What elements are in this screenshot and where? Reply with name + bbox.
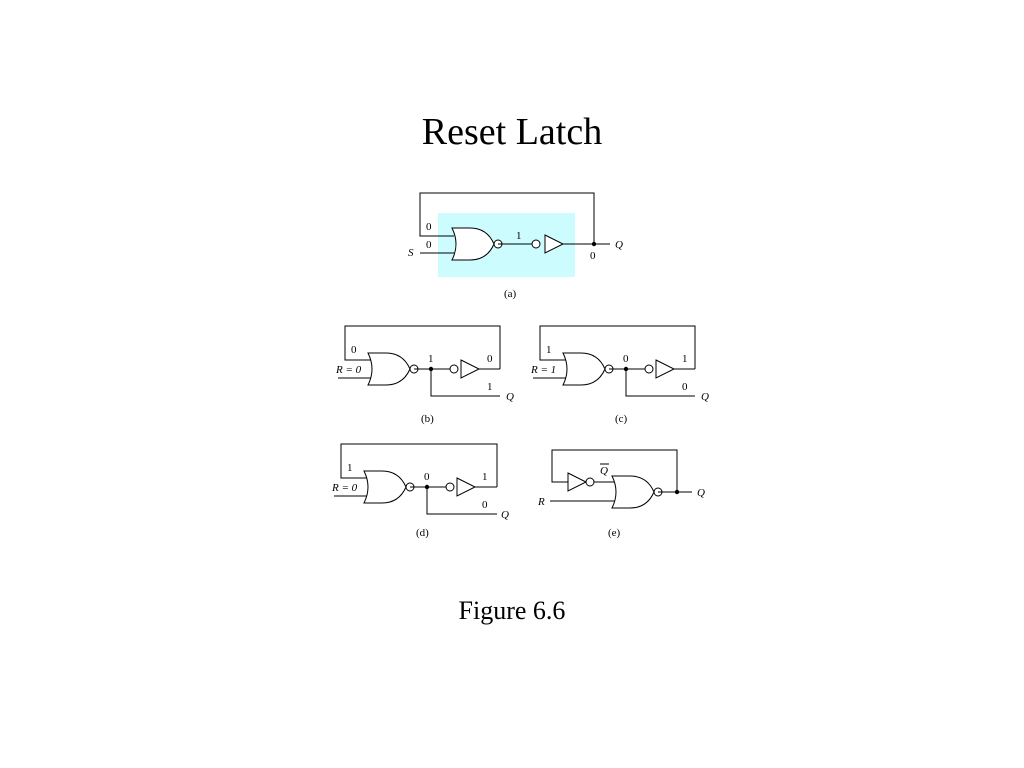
mid-value: 1 [516, 230, 522, 242]
panel-caption: (a) [504, 288, 517, 300]
buffer-icon [460, 359, 480, 379]
r-label: R [537, 496, 545, 508]
figure-caption: Figure 6.6 [458, 596, 566, 625]
r-label: R = 1 [530, 364, 556, 376]
not-gate-icon [567, 472, 587, 492]
not-bubble-icon [644, 364, 654, 374]
mid-value: 0 [623, 353, 629, 365]
output-top-value: 1 [482, 471, 488, 483]
not-bubble-icon [531, 239, 541, 249]
nor-gate-icon [367, 352, 419, 386]
q-value: 0 [482, 499, 488, 511]
not-bubble-icon [449, 364, 459, 374]
q-label: Q [501, 509, 509, 521]
r-label: R = 0 [331, 482, 358, 494]
panel-caption: (e) [608, 527, 621, 539]
s-label: S [408, 247, 414, 259]
mid-value: 1 [428, 353, 434, 365]
buffer-icon [655, 359, 675, 379]
panel-d: 1 R = 0 0 1 0 Q (d) [331, 443, 509, 539]
panel-caption: (d) [416, 527, 429, 539]
r-label: R = 0 [335, 364, 362, 376]
not-bubble-icon [585, 477, 595, 487]
output-top-value: 1 [682, 353, 688, 365]
panel-b: 0 R = 0 1 0 1 Q (b) [335, 325, 514, 425]
nor-gate-icon [562, 352, 614, 386]
panel-caption: (c) [615, 413, 628, 425]
q-label: Q [697, 487, 705, 499]
q-label: Q [506, 391, 514, 403]
input-top-value: 0 [426, 221, 432, 233]
feedback-value: 1 [347, 462, 353, 474]
panel-e: Q R Q (e) [537, 449, 705, 539]
q-value: 0 [590, 250, 596, 262]
mid-value: 0 [424, 471, 430, 483]
feedback-value: 1 [546, 344, 552, 356]
not-bubble-icon [445, 482, 455, 492]
panel-a: 0 0 S 1 0 Q (a) [408, 192, 623, 300]
nor-gate-icon [611, 475, 663, 509]
input-bottom-value: 0 [426, 239, 432, 251]
q-value: 0 [682, 381, 688, 393]
buffer-icon [456, 477, 476, 497]
slide-title: Reset Latch [421, 111, 603, 153]
nor-gate-icon [363, 470, 415, 504]
panel-caption: (b) [421, 413, 434, 425]
output-top-value: 0 [487, 353, 493, 365]
q-label: Q [701, 391, 709, 403]
q-label: Q [615, 239, 623, 251]
feedback-value: 0 [351, 344, 357, 356]
qbar-label: Q [600, 465, 608, 477]
panel-c: 1 R = 1 0 1 0 Q (c) [530, 325, 709, 425]
q-value: 1 [487, 381, 493, 393]
